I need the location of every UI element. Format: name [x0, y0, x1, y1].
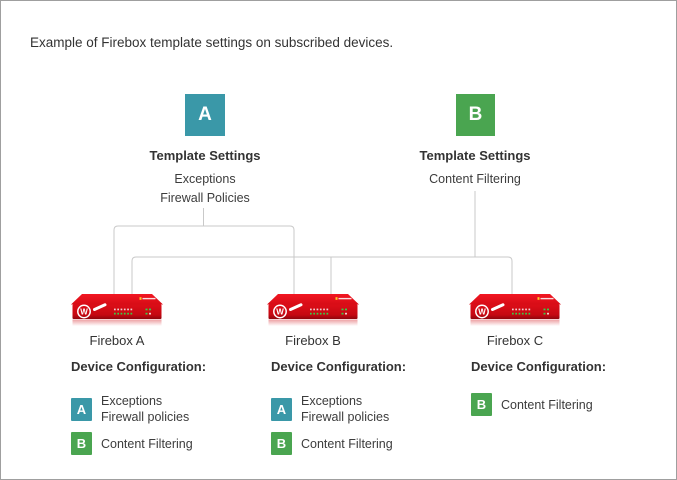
config-item-text: Content Filtering: [301, 436, 393, 452]
config-line: Exceptions: [101, 394, 163, 408]
config-line: Content Filtering: [501, 397, 593, 412]
template-a-mini-badge: A: [271, 397, 292, 421]
svg-text:W: W: [276, 308, 284, 317]
config-line: Content Filtering: [101, 436, 193, 451]
firebox-c-device-image: W: [469, 293, 561, 327]
template-a-setting-line: Exceptions: [174, 172, 236, 186]
template-b-settings: Template Settings Content Filtering: [375, 149, 575, 187]
svg-text:W: W: [80, 308, 88, 317]
template-b-mini-badge: B: [71, 432, 92, 455]
template-b-setting-line: Content Filtering: [429, 172, 521, 186]
config-item-text: Content Filtering: [101, 436, 193, 452]
config-item-text: Exceptions Firewall policies: [301, 393, 389, 425]
config-item-text: Content Filtering: [501, 397, 593, 413]
config-item-template-a: A Exceptions Firewall policies: [269, 393, 459, 425]
config-line: Firewall policies: [301, 410, 390, 424]
template-a-heading: Template Settings: [149, 148, 261, 163]
firebox-appliance-icon: W: [267, 294, 359, 326]
firebox-b-config-heading: Device Configuration:: [271, 359, 407, 374]
config-line: Content Filtering: [301, 436, 393, 451]
template-b-mini-badge: B: [271, 432, 292, 455]
config-line: Exceptions: [301, 394, 363, 408]
firebox-a-label: Firebox A: [89, 333, 145, 348]
template-b-bus-line: [131, 256, 513, 295]
template-a-setting-line: Firewall Policies: [160, 191, 250, 205]
template-a-bus-line: [113, 225, 295, 295]
template-b-mini-badge: B: [471, 393, 492, 416]
template-a-mini-badge: A: [71, 397, 92, 421]
config-item-template-b: B Content Filtering: [69, 432, 259, 455]
template-b-heading: Template Settings: [419, 148, 531, 163]
firebox-a-config: Device Configuration: A Exceptions Firew…: [69, 359, 259, 462]
config-item-template-a: A Exceptions Firewall policies: [69, 393, 259, 425]
config-item-text: Exceptions Firewall policies: [101, 393, 189, 425]
firebox-c-config-heading: Device Configuration:: [471, 359, 607, 374]
firebox-a-device-image: W: [71, 293, 163, 327]
firebox-a-config-heading: Device Configuration:: [71, 359, 207, 374]
firebox-appliance-icon: W: [469, 294, 561, 326]
firebox-appliance-icon: W: [71, 294, 163, 326]
config-item-template-b: B Content Filtering: [469, 393, 659, 416]
firebox-c-config: Device Configuration: B Content Filterin…: [469, 359, 659, 423]
config-line: Firewall policies: [101, 410, 190, 424]
firebox-b-device-image: W: [267, 293, 359, 327]
template-a-badge: A: [185, 94, 225, 136]
config-item-template-b: B Content Filtering: [269, 432, 459, 455]
page-title: Example of Firebox template settings on …: [30, 35, 394, 50]
svg-text:W: W: [478, 308, 486, 317]
firebox-b-label: Firebox B: [285, 333, 341, 348]
firebox-c-label: Firebox C: [486, 333, 544, 348]
template-b-badge: B: [456, 94, 495, 136]
template-a-settings: Template Settings Exceptions Firewall Po…: [105, 149, 305, 206]
firebox-b-config: Device Configuration: A Exceptions Firew…: [269, 359, 459, 462]
